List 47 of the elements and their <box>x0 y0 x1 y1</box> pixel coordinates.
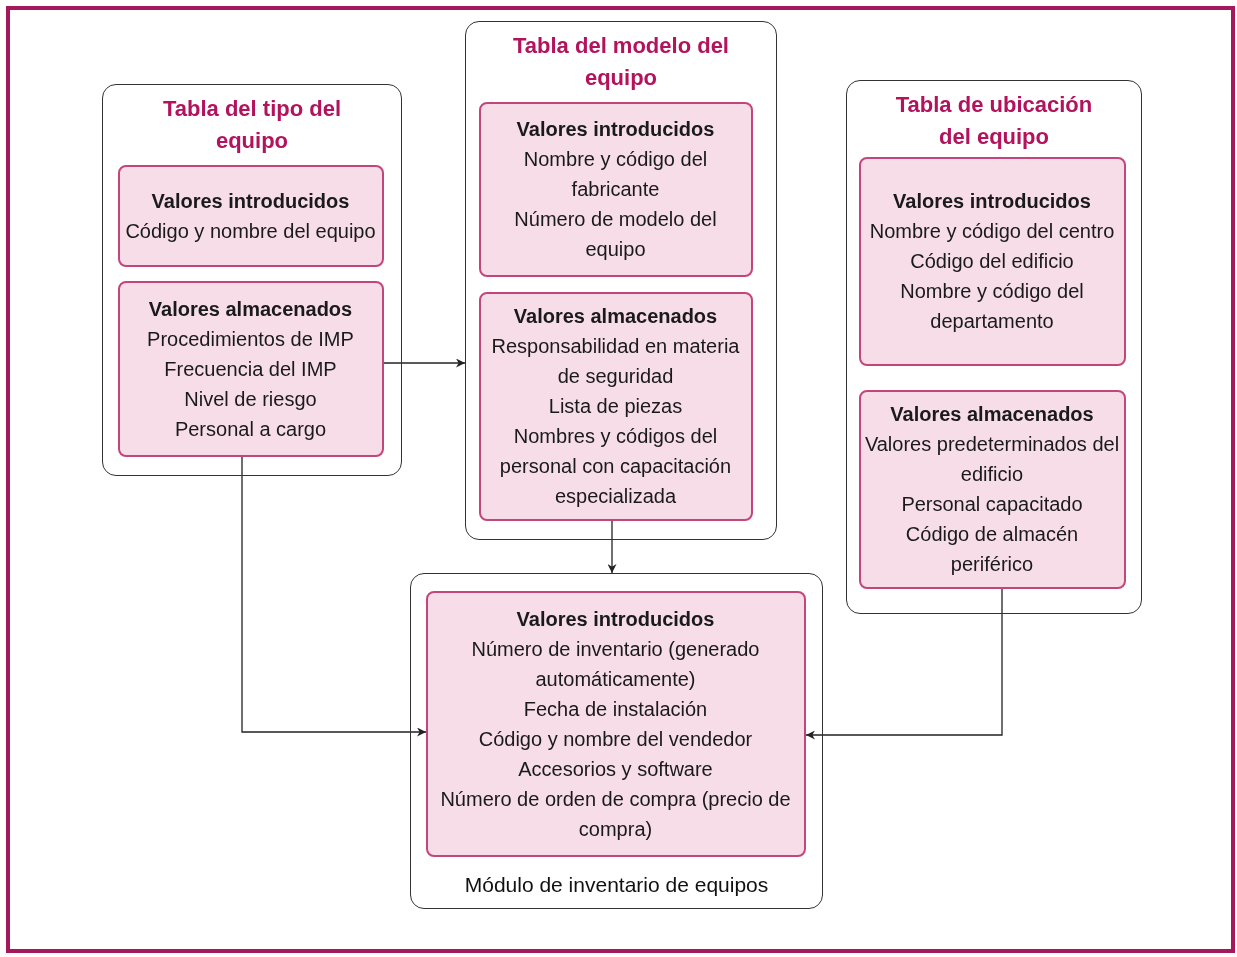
values-box <box>117 280 384 457</box>
values-box <box>478 101 753 277</box>
field-item: Nombre y código del departamento <box>899 279 1085 334</box>
field-item: Nombre y código del centro <box>869 219 1115 244</box>
field-item: Lista de piezas <box>548 394 683 419</box>
field-item: Código de almacén periférico <box>904 522 1080 577</box>
field-item: Código y nombre del vendedor <box>478 726 753 752</box>
field-item: Valores predeterminados del edificio <box>864 432 1120 487</box>
table-container <box>102 84 402 476</box>
field-item: Nombres y códigos del personal con capacitación especializada <box>498 424 733 509</box>
section-heading: Valores introducidos <box>893 189 1091 214</box>
field-item: Personal a cargo <box>174 416 327 442</box>
field-item: Procedimientos de IMP <box>147 326 354 352</box>
table-container <box>846 80 1142 614</box>
module-label: Módulo de inventario de equipos <box>463 871 770 898</box>
arrow <box>607 520 617 574</box>
table-title: Tabla de ubicación del equipo <box>894 91 1094 151</box>
values-box <box>858 389 1126 589</box>
field-item: Número de inventario (generado automáticamente) <box>470 636 761 692</box>
values-box <box>117 164 384 267</box>
values-box <box>478 291 753 521</box>
section-heading: Valores almacenados <box>890 402 1094 427</box>
field-item: Número de orden de compra (precio de compra) <box>439 786 792 842</box>
field-item: Accesorios y software <box>518 756 713 782</box>
arrow <box>383 358 466 368</box>
field-item: Código y nombre del equipo <box>125 218 376 244</box>
section-heading: Valores almacenados <box>513 304 718 329</box>
table-container <box>465 21 777 540</box>
field-item: Frecuencia del IMP <box>164 356 337 382</box>
field-item: Responsabilidad en materia de seguridad <box>490 334 741 389</box>
field-item: Personal capacitado <box>901 492 1083 517</box>
arrow <box>805 588 1003 740</box>
field-item: Nombre y código del fabricante <box>522 147 709 202</box>
field-item: Número de modelo del equipo <box>513 207 718 262</box>
section-heading: Valores almacenados <box>148 296 353 322</box>
field-item: Fecha de instalación <box>523 696 708 722</box>
section-heading: Valores introducidos <box>151 188 350 214</box>
section-heading: Valores introducidos <box>516 117 715 142</box>
values-box <box>425 590 806 857</box>
field-item: Nivel de riesgo <box>184 386 317 412</box>
table-container <box>410 573 823 909</box>
section-heading: Valores introducidos <box>516 606 715 632</box>
field-item: Código del edificio <box>910 249 1074 274</box>
table-title: Tabla del tipo del equipo <box>161 95 343 155</box>
values-box <box>858 156 1126 366</box>
table-title: Tabla del modelo del equipo <box>512 32 730 92</box>
arrow <box>241 456 427 737</box>
